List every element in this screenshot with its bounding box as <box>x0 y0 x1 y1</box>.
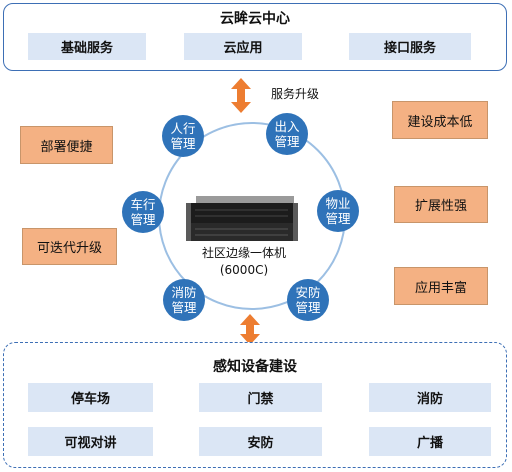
node-label: 管理 <box>295 300 321 315</box>
node-pedestrian-management: 人行 管理 <box>162 115 204 157</box>
sensing-arrow-icon <box>240 314 260 345</box>
node-label: 消防 <box>171 285 197 300</box>
edge-server-icon <box>186 196 298 241</box>
node-label: 车行 <box>130 197 156 212</box>
device-item-video-intercom: 可视对讲 <box>28 427 153 456</box>
device-model: (6000C) <box>219 263 269 277</box>
node-fire-management: 消防 管理 <box>163 279 205 321</box>
sensing-devices-title: 感知设备建设 <box>213 359 297 375</box>
device-item-fire: 消防 <box>369 383 491 412</box>
node-label: 安防 <box>295 285 321 300</box>
feature-rich-apps: 应用丰富 <box>394 267 488 305</box>
feature-iterative-upgrade: 可迭代升级 <box>22 228 117 265</box>
node-property-management: 物业 管理 <box>317 190 359 232</box>
feature-scalable: 扩展性强 <box>394 186 488 223</box>
feature-low-cost: 建设成本低 <box>392 101 488 139</box>
node-label: 管理 <box>325 211 351 226</box>
device-item-security: 安防 <box>199 427 322 456</box>
feature-easy-deploy: 部署便捷 <box>20 126 113 164</box>
device-name: 社区边缘一体机 <box>201 246 286 260</box>
device-item-access-control: 门禁 <box>199 383 322 412</box>
node-label: 物业 <box>325 196 351 211</box>
cloud-item-cloud-app: 云应用 <box>184 33 302 60</box>
node-label: 管理 <box>130 212 156 227</box>
service-upgrade-label: 服务升级 <box>271 87 320 101</box>
node-label: 管理 <box>171 300 197 315</box>
upgrade-arrow-icon <box>231 78 251 113</box>
device-item-parking: 停车场 <box>28 383 153 412</box>
node-label: 管理 <box>170 136 196 151</box>
node-label: 管理 <box>274 134 300 149</box>
node-security-management: 安防 管理 <box>287 279 329 321</box>
cloud-item-interface-service: 接口服务 <box>349 33 471 60</box>
node-label: 人行 <box>170 121 196 136</box>
cloud-center-title: 云眸云中心 <box>220 11 290 27</box>
node-access-management: 出入 管理 <box>266 113 308 155</box>
node-label: 出入 <box>274 119 300 134</box>
device-item-broadcast: 广播 <box>369 427 491 456</box>
cloud-item-basic-service: 基础服务 <box>28 33 146 60</box>
node-vehicle-management: 车行 管理 <box>122 191 164 233</box>
